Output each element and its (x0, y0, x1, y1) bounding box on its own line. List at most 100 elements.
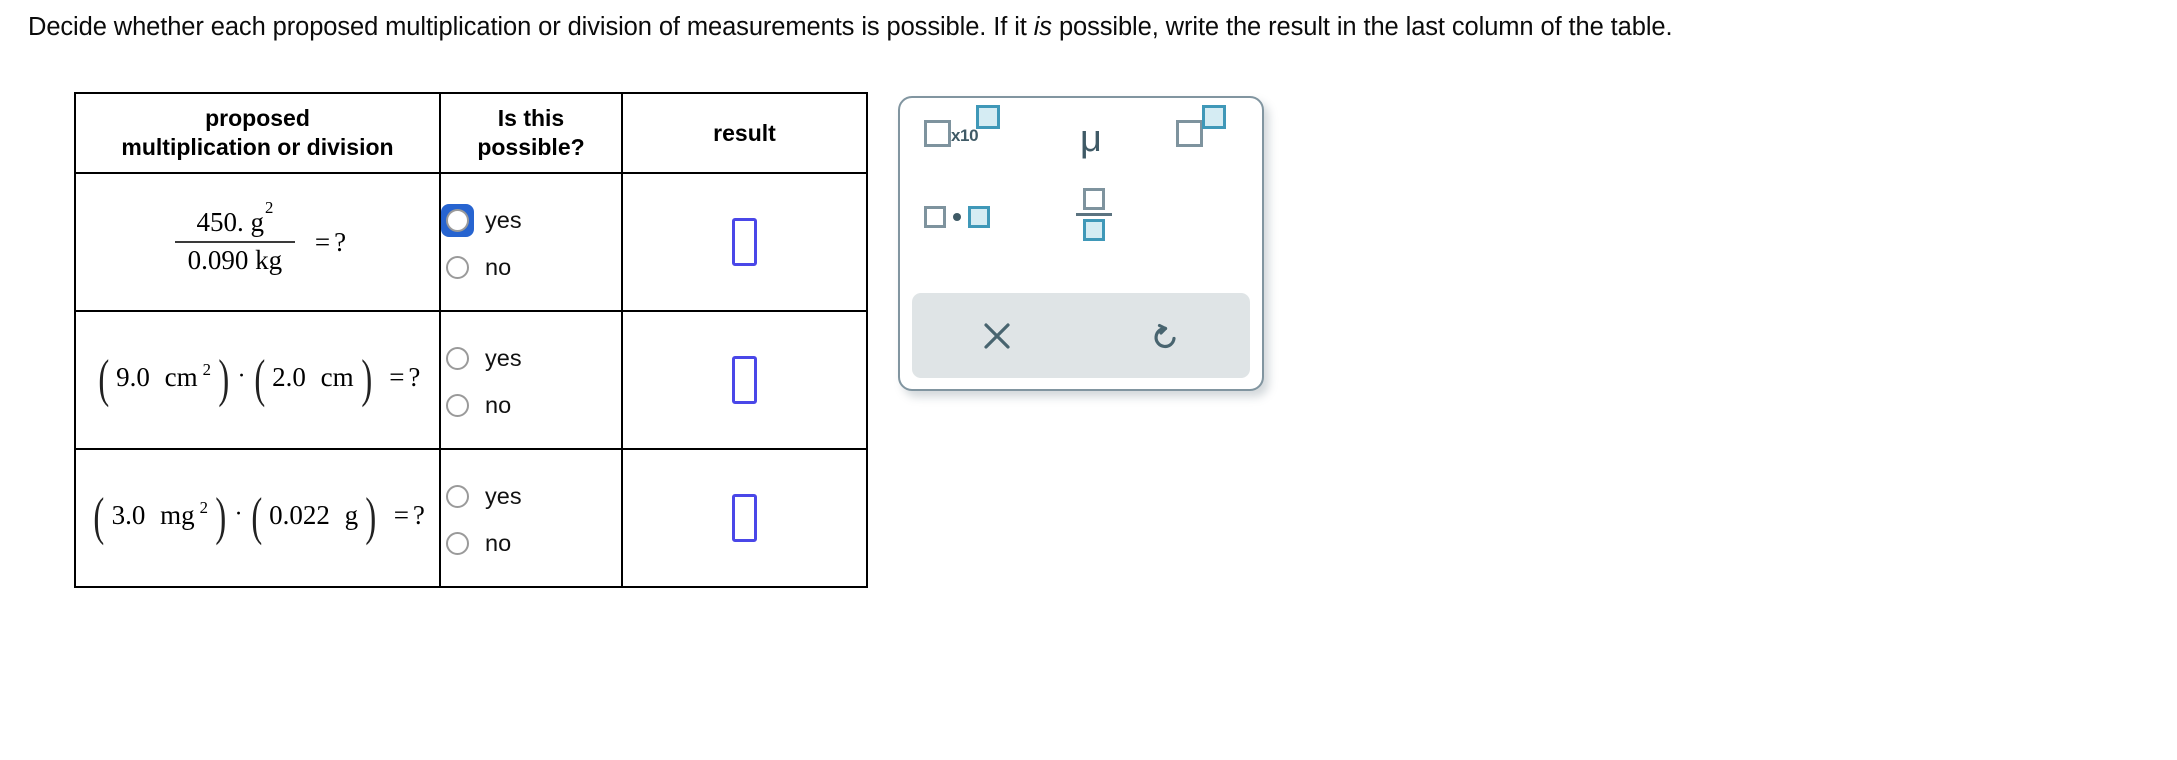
column-header-result: result (621, 92, 868, 174)
equals-sign-row2: = (389, 362, 405, 393)
column-header-proposed-line1: proposed (205, 105, 310, 131)
column-header-proposed-line2: multiplication or division (121, 134, 394, 160)
undo-button[interactable] (1081, 293, 1250, 378)
radio-label-no-row1: no (485, 254, 512, 280)
prompt-text-after: possible, write the result in the last c… (1051, 13, 1673, 41)
right-paren-close-row2: ) (360, 350, 372, 408)
palette-action-bar (912, 293, 1250, 378)
equals-sign-row3: = (393, 500, 409, 531)
possible-cell-row2: yes no (439, 310, 623, 450)
table-body: 450. g2 0.090 kg = ? yes (74, 172, 868, 588)
scientific-notation-x10-label: x10 (951, 126, 979, 145)
left-paren-open-row3: ( (93, 488, 105, 546)
table-header-row: proposed multiplication or division Is t… (74, 92, 868, 174)
radio-circle-yes-row2[interactable] (446, 347, 469, 370)
equals-sign-row1: = (314, 226, 331, 257)
multiplication-operator-row3: · (234, 499, 243, 527)
radio-option-yes-row2[interactable]: yes (441, 335, 621, 382)
mu-icon: μ (1080, 118, 1102, 160)
right-value-row3: 0.022 (269, 500, 330, 531)
radio-label-yes-row3: yes (485, 483, 522, 509)
radio-focus-ring-no-row3[interactable] (441, 527, 474, 560)
scientific-notation-button[interactable]: x10 (924, 104, 1002, 147)
table-head: proposed multiplication or division Is t… (74, 92, 868, 174)
prompt-text-before: Decide whether each proposed multiplicat… (28, 13, 1034, 41)
radio-focus-ring-yes-row1[interactable] (441, 204, 474, 237)
close-x-icon (980, 319, 1014, 353)
exponent-button[interactable] (1176, 104, 1227, 147)
measurements-table-wrapper: proposed multiplication or division Is t… (74, 92, 868, 588)
exercise-prompt: Decide whether each proposed multiplicat… (28, 10, 1673, 44)
exponent-square-icon (976, 104, 1001, 129)
radio-circle-no-row2[interactable] (446, 394, 469, 417)
expression-cell-row1: 450. g2 0.090 kg = ? (74, 172, 441, 312)
superscript-square-icon (1202, 104, 1226, 129)
fraction-numerator-row1: 450. g2 (188, 199, 281, 241)
left-paren-close-row2: ) (218, 350, 230, 408)
table-row: 450. g2 0.090 kg = ? yes (74, 172, 868, 312)
result-input-row2[interactable] (732, 356, 757, 404)
result-input-row1[interactable] (732, 218, 757, 266)
numerator-value-row1: 450. (196, 206, 244, 237)
radio-focus-ring-yes-row2[interactable] (441, 342, 474, 375)
numerator-unit-row1: g (250, 206, 264, 237)
left-unit-row2: cm (164, 362, 198, 393)
radio-focus-ring-no-row2[interactable] (441, 389, 474, 422)
right-unit-row3: g (344, 500, 359, 531)
fraction-button[interactable] (1076, 188, 1112, 242)
clear-button[interactable] (912, 293, 1081, 378)
possible-cell-row3: yes no (439, 448, 623, 588)
measurements-table: proposed multiplication or division Is t… (74, 92, 868, 588)
radio-option-no-row3[interactable]: no (441, 520, 621, 567)
micro-symbol-button[interactable]: μ (1068, 116, 1114, 162)
radio-label-yes-row1: yes (485, 207, 522, 233)
math-symbol-palette: x10 μ (898, 96, 1264, 391)
radio-circle-yes-row3[interactable] (446, 485, 469, 508)
palette-button-grid: x10 μ (900, 98, 1262, 298)
radio-circle-no-row1[interactable] (446, 256, 469, 279)
undo-arrow-icon (1148, 318, 1184, 354)
result-input-row3[interactable] (732, 494, 757, 542)
result-cell-row1 (621, 172, 868, 312)
fraction-bar-icon (1076, 213, 1112, 217)
radio-option-yes-row1[interactable]: yes (441, 197, 621, 244)
question-mark-row1: ? (334, 226, 347, 257)
left-value-row3: 3.0 (111, 500, 146, 531)
fraction-denominator-row1: 0.090 kg (187, 245, 283, 276)
radio-label-yes-row2: yes (485, 345, 522, 371)
left-value-row2: 9.0 (116, 362, 150, 393)
placeholder-square-icon (924, 120, 951, 147)
base-square-icon (1176, 120, 1203, 147)
left-unit-row3: mg (160, 500, 195, 531)
radio-focus-ring-no-row1[interactable] (441, 251, 474, 284)
right-paren-open-row3: ( (250, 488, 262, 546)
right-paren-close-row3: ) (365, 488, 377, 546)
radio-focus-ring-yes-row3[interactable] (441, 480, 474, 513)
column-header-possible: Is this possible? (439, 92, 623, 174)
multiplication-button[interactable] (924, 206, 990, 228)
numerator-exponent-row1: 2 (264, 198, 274, 218)
fraction-row1: 450. g2 0.090 kg (174, 199, 295, 279)
prompt-emphasis: is (1033, 13, 1052, 41)
radio-option-yes-row3[interactable]: yes (441, 473, 621, 520)
radio-circle-no-row3[interactable] (446, 532, 469, 555)
radio-option-no-row1[interactable]: no (441, 244, 621, 291)
radio-label-no-row3: no (485, 530, 512, 556)
question-mark-row2: ? (408, 362, 421, 393)
result-cell-row3 (621, 448, 868, 588)
possible-cell-row1: yes no (439, 172, 623, 312)
right-paren-open-row2: ( (253, 350, 265, 408)
radio-circle-yes-row1[interactable] (446, 209, 469, 232)
fraction-bar-row1 (174, 240, 295, 244)
multiplication-dot-icon (953, 213, 961, 221)
column-header-possible-line1: Is this (497, 105, 565, 131)
radio-option-no-row2[interactable]: no (441, 382, 621, 429)
right-unit-row2: cm (320, 362, 354, 393)
math-expression-row1: 450. g2 0.090 kg = ? (169, 199, 347, 279)
